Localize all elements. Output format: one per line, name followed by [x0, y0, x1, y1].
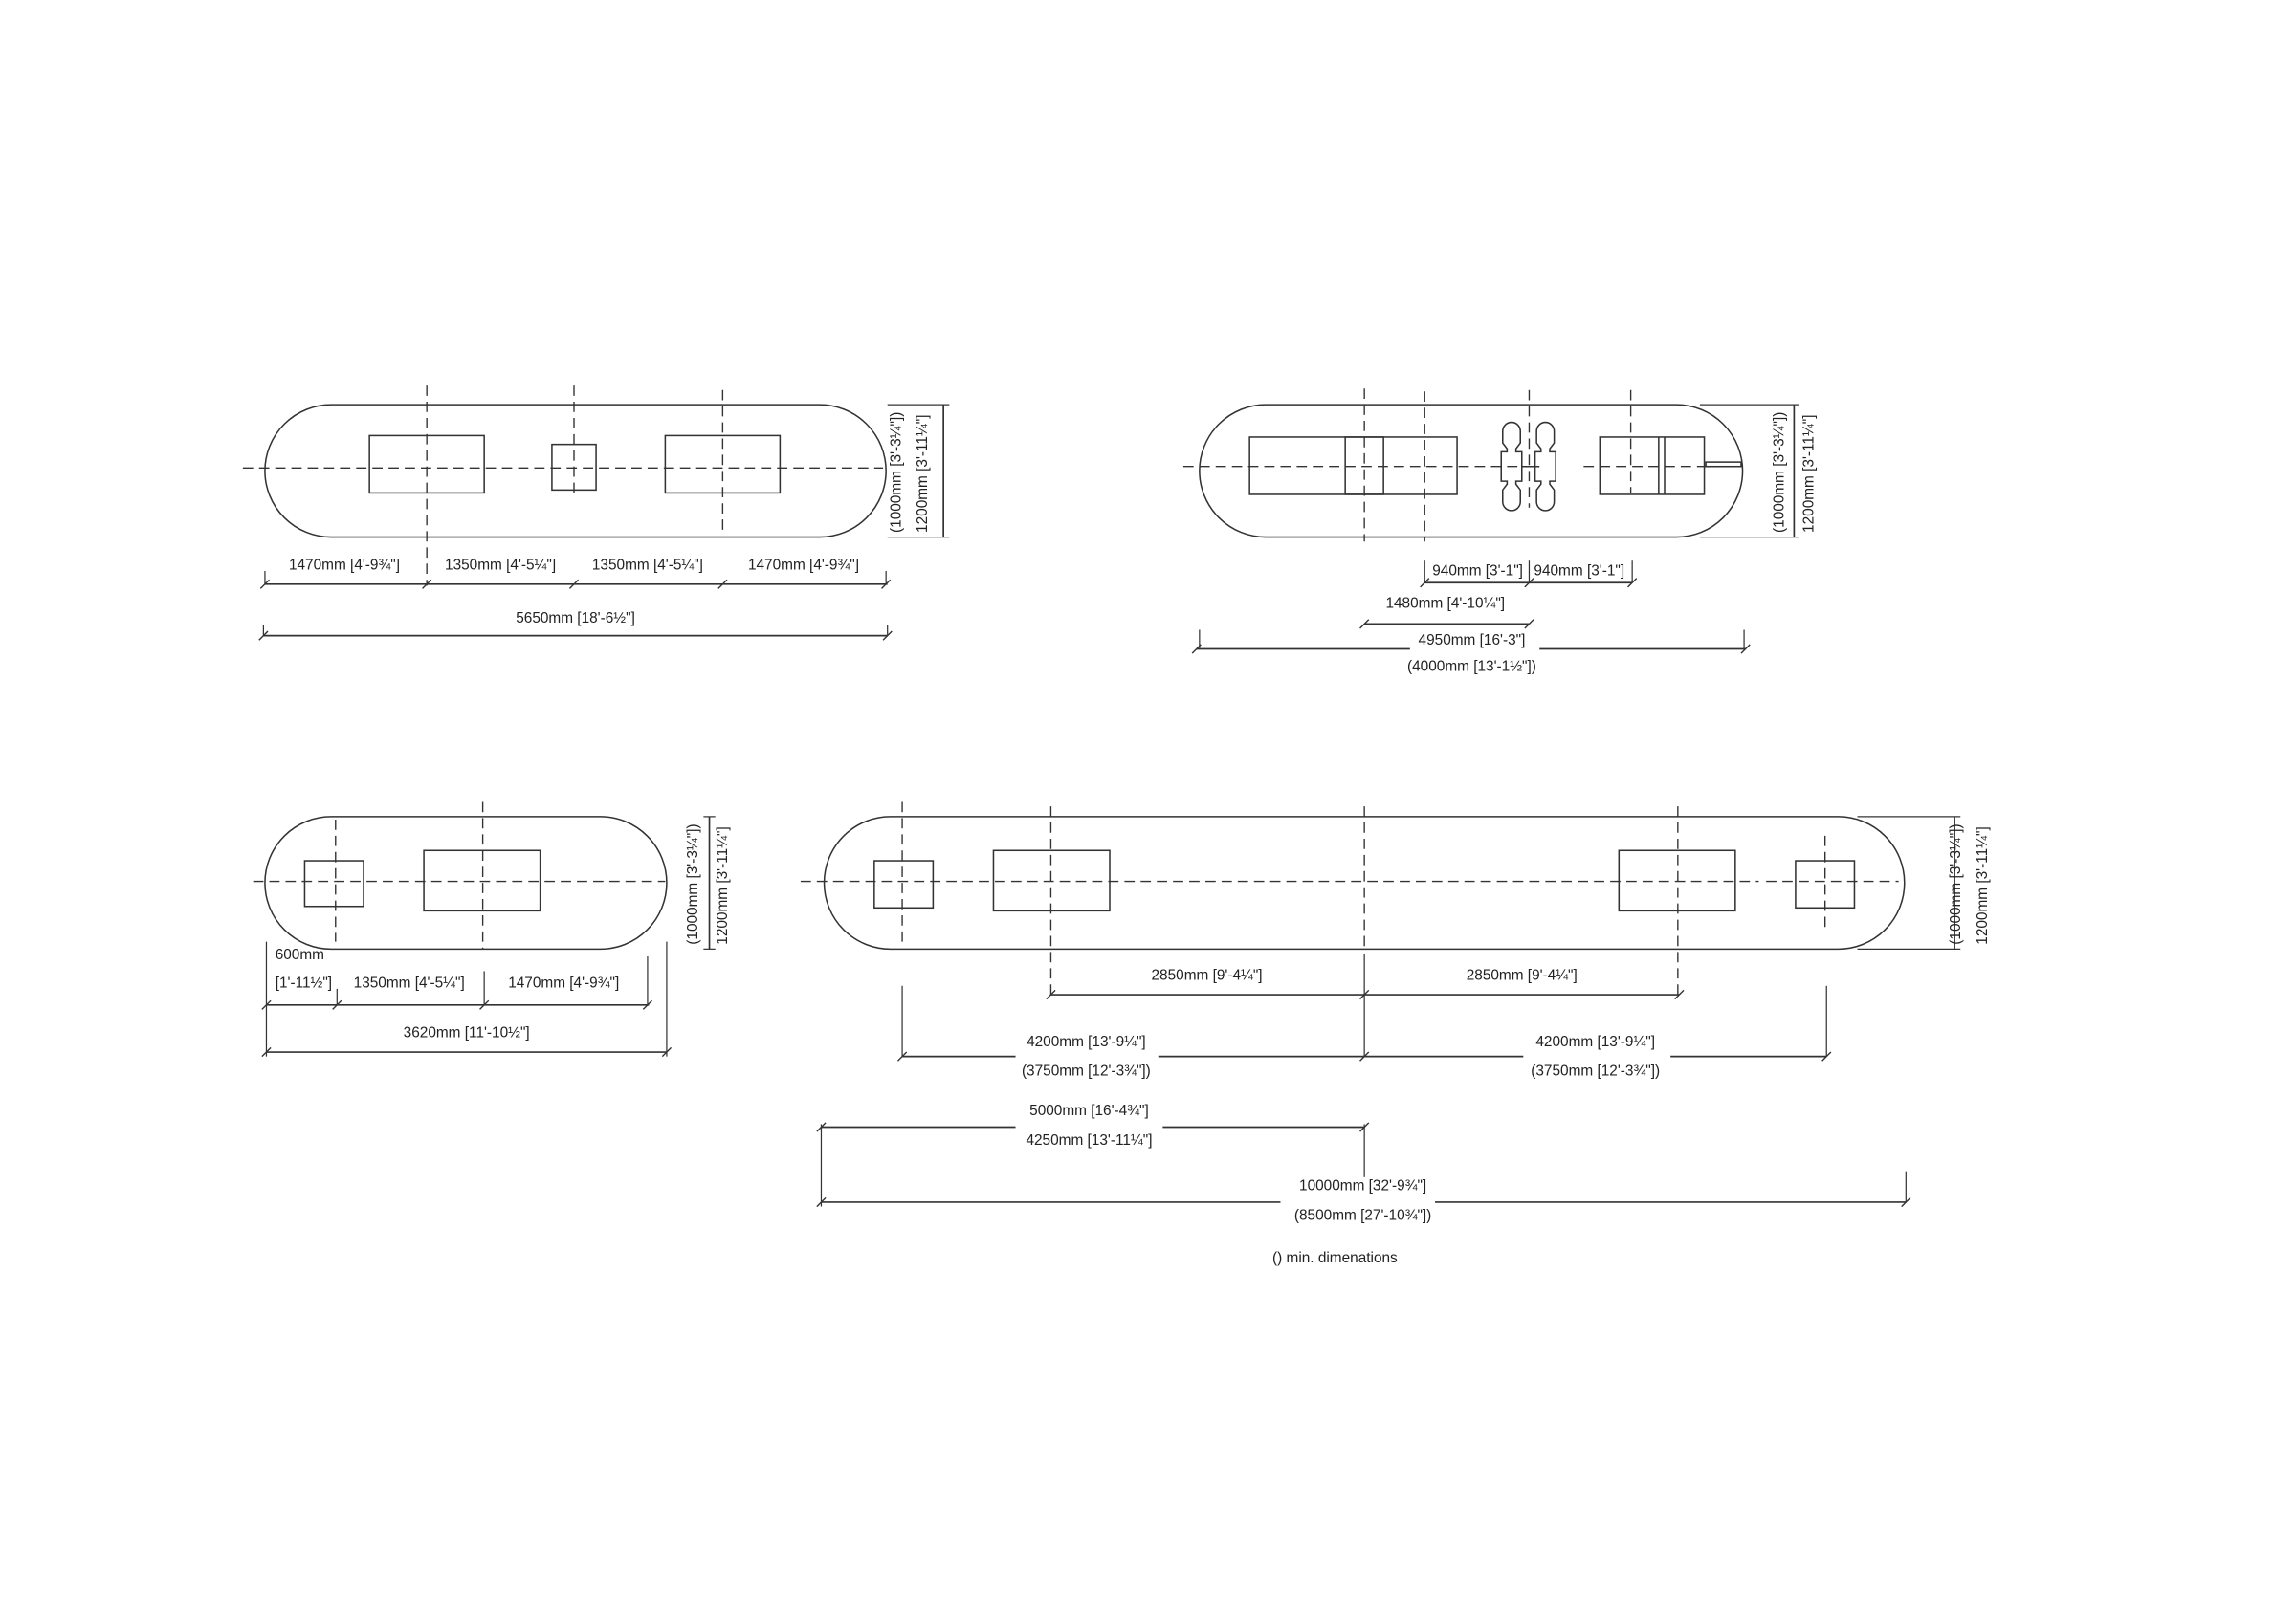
table-outline [823, 816, 1906, 951]
overall-label: 5650mm [18'-6½"] [516, 610, 635, 626]
half-label: 5000mm [16'-4¾"] [1029, 1103, 1149, 1119]
table-outline [264, 404, 887, 538]
segment-label: 940mm [3'-1"] [1432, 563, 1523, 580]
height-min-label: (1000mm [3'-3¼"]) [1772, 412, 1788, 533]
segment-label: 1470mm [4'-9¾"] [289, 557, 400, 573]
segment-label: 1470mm [4'-9¾"] [748, 557, 859, 573]
height-min-label: (1000mm [3'-3¼"]) [889, 412, 905, 533]
height-label: 1200mm [3'-11¼"] [915, 414, 931, 532]
segment-label: [1'-11½"] [276, 975, 332, 991]
overall-min-label: (4000mm [13'-1½"]) [1407, 659, 1536, 675]
segment-label: 1350mm [4'-5¼"] [354, 975, 465, 991]
offset-label: 1480mm [4'-10¼"] [1385, 595, 1505, 611]
overall-label: 10000mm [32'-9¾"] [1299, 1178, 1426, 1195]
height-label: 1200mm [3'-11¼"] [1975, 826, 1991, 944]
mid-right-min-label: (3750mm [12'-3¾"]) [1531, 1064, 1660, 1080]
layout-bottom-right: (1000mm [3'-3¼"]) 1200mm [3'-11¼"] 2850m… [800, 801, 1991, 1266]
segment-label: 1470mm [4'-9¾"] [508, 975, 619, 991]
station-large [423, 849, 541, 912]
station-large-right [1618, 849, 1736, 912]
inner-right-label: 2850mm [9'-4¼"] [1467, 968, 1578, 984]
mid-right-label: 4200mm [13'-9¼"] [1535, 1034, 1655, 1050]
half-min-label: 4250mm [13'-11¼"] [1026, 1132, 1152, 1149]
height-min-label: (1000mm [3'-3¼"]) [1948, 823, 1964, 944]
overall-min-label: (8500mm [27'-10¾"]) [1294, 1207, 1431, 1223]
table-outline [264, 816, 668, 951]
height-min-label: (1000mm [3'-3¼"]) [685, 823, 701, 944]
legend-note: () min. dimenations [1272, 1250, 1398, 1266]
station-small-left [873, 860, 935, 910]
layout-top-right: (1000mm [3'-3¼"]) 1200mm [3'-11¼"] 940mm… [1182, 388, 1817, 675]
station-left [1248, 436, 1458, 495]
layout-bottom-left: (1000mm [3'-3¼"]) 1200mm [3'-11¼"] 600mm… [253, 801, 731, 1058]
mid-left-min-label: (3750mm [12'-3¾"]) [1022, 1064, 1151, 1080]
segment-label: 940mm [3'-1"] [1534, 563, 1624, 580]
height-label: 1200mm [3'-11¼"] [1800, 414, 1817, 532]
layout-top-left: (1000mm [3'-3¼"]) 1200mm [3'-11¼"] 1470m… [242, 385, 950, 641]
station-right [1599, 436, 1706, 495]
station-small [303, 860, 364, 908]
height-label: 1200mm [3'-11¼"] [715, 826, 731, 944]
overall-label: 4950mm [16'-3"] [1419, 632, 1526, 648]
mid-left-label: 4200mm [13'-9¼"] [1027, 1034, 1146, 1050]
table-outline [1199, 404, 1744, 538]
overall-label: 3620mm [11'-10½"] [404, 1025, 530, 1042]
inner-left-label: 2850mm [9'-4¼"] [1151, 968, 1262, 984]
segment-label: 1350mm [4'-5¼"] [445, 557, 556, 573]
station-large-left [992, 849, 1111, 912]
segment-label: 1350mm [4'-5¼"] [592, 557, 703, 573]
segment-label: 600mm [276, 947, 324, 963]
